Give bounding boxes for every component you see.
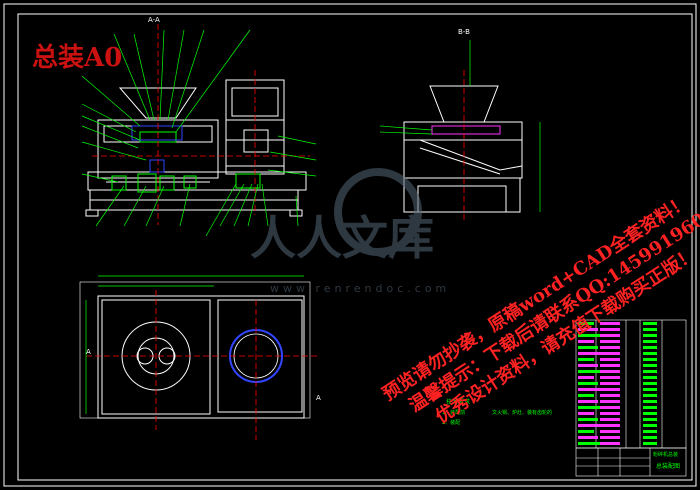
drawing-title: 总装A0: [32, 43, 122, 73]
parts-row-mark: [643, 424, 657, 427]
parts-row-mark: [578, 376, 594, 379]
side-magenta-parts: [431, 125, 501, 135]
parts-row-mark: [578, 442, 602, 445]
parts-row-mark: [600, 418, 620, 421]
parts-row-mark: [643, 436, 657, 439]
parts-row-mark: [643, 412, 657, 415]
parts-row-mark: [600, 346, 620, 349]
notes-line1: 1、装配前: [442, 409, 465, 416]
top-centerlines: [86, 290, 320, 440]
parts-row-mark: [578, 340, 594, 343]
parts-list-rows: [578, 322, 657, 445]
parts-row-mark: [578, 352, 602, 355]
parts-row-mark: [600, 376, 620, 379]
parts-row-mark: [578, 370, 602, 373]
notes-heading: 技术要求: [446, 398, 470, 406]
side-view: [403, 85, 523, 213]
notes-block: 技术要求 1、装配前 文火锅、炉灶、装有齿轮的 2、装配: [442, 398, 552, 426]
parts-row-mark: [600, 412, 620, 415]
side-dimensions: [379, 40, 541, 212]
watermark-logo: 人人文库 www.renrendoc.com: [250, 168, 450, 295]
parts-row-mark: [578, 382, 598, 385]
parts-row-mark: [643, 382, 657, 385]
parts-row-mark: [600, 430, 620, 433]
front-leaders: [81, 29, 317, 237]
parts-row-mark: [600, 400, 620, 403]
title-block-name: 粉碎机总装: [653, 451, 678, 458]
parts-row-mark: [600, 340, 620, 343]
parts-row-mark: [643, 400, 657, 403]
parts-row-mark: [600, 334, 620, 337]
parts-row-mark: [578, 358, 594, 361]
parts-row-mark: [578, 346, 598, 349]
parts-row-mark: [600, 406, 620, 409]
parts-row-mark: [643, 430, 657, 433]
watermark-url: www.renrendoc.com: [270, 282, 450, 295]
front-blue-parts: [131, 125, 183, 173]
parts-row-mark: [643, 328, 657, 331]
outer-border: [3, 3, 697, 487]
parts-row-mark: [643, 442, 657, 445]
parts-row-mark: [643, 322, 657, 325]
top-dimensions: [85, 275, 304, 414]
parts-row-mark: [643, 334, 657, 337]
parts-row-mark: [578, 394, 594, 397]
parts-row-mark: [643, 340, 657, 343]
parts-row-mark: [578, 322, 594, 325]
parts-row-mark: [578, 406, 602, 409]
front-centerlines: [92, 24, 310, 225]
parts-row-mark: [600, 442, 620, 445]
parts-row-mark: [643, 346, 657, 349]
parts-row-mark: [643, 418, 657, 421]
parts-row-mark: [578, 412, 594, 415]
parts-row-mark: [643, 376, 657, 379]
section-mark-left: A: [86, 348, 91, 356]
inner-border: [17, 13, 693, 481]
parts-row-mark: [578, 430, 594, 433]
parts-row-mark: [578, 334, 602, 337]
title-block: [575, 447, 687, 477]
parts-row-mark: [600, 394, 620, 397]
parts-row-mark: [643, 388, 657, 391]
parts-row-mark: [578, 418, 598, 421]
parts-row-mark: [643, 370, 657, 373]
notes-line3: 2、装配: [442, 419, 460, 426]
parts-row-mark: [600, 322, 620, 325]
parts-row-mark: [643, 394, 657, 397]
parts-row-mark: [600, 424, 620, 427]
notes-line2: 文火锅、炉灶、装有齿轮的: [492, 409, 552, 416]
section-aa-label: A-A: [148, 16, 160, 24]
parts-row-mark: [643, 406, 657, 409]
parts-row-mark: [643, 358, 657, 361]
parts-row-mark: [578, 364, 598, 367]
parts-row-mark: [600, 328, 620, 331]
parts-row-mark: [600, 382, 620, 385]
parts-row-mark: [600, 370, 620, 373]
title-block-drawing: 总装配图: [656, 462, 680, 470]
parts-row-mark: [578, 436, 598, 439]
parts-row-mark: [643, 352, 657, 355]
parts-row-mark: [600, 352, 620, 355]
parts-row-mark: [600, 388, 620, 391]
top-view: [79, 281, 311, 419]
parts-row-mark: [578, 388, 602, 391]
section-mark-right: A: [316, 394, 321, 402]
parts-row-mark: [600, 358, 620, 361]
section-bb-label: B-B: [458, 28, 470, 36]
parts-row-mark: [600, 364, 620, 367]
parts-row-mark: [600, 436, 620, 439]
watermark-brand: 人人文库: [250, 211, 434, 265]
parts-row-mark: [578, 400, 598, 403]
parts-row-mark: [578, 328, 598, 331]
parts-row-mark: [643, 364, 657, 367]
front-gears: [111, 131, 261, 193]
front-view: [85, 79, 307, 217]
parts-row-mark: [578, 424, 602, 427]
